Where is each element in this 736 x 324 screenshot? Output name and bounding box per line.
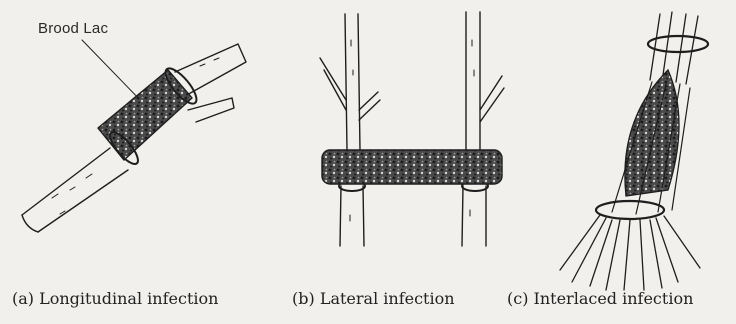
binding-ring-c-bottom — [596, 201, 664, 219]
twig-b-right — [480, 76, 504, 122]
panel-b-lateral — [320, 12, 504, 246]
brood-lac-bundle-c — [625, 70, 679, 196]
panel-c-interlaced — [560, 12, 708, 290]
brood-lac-label: Brood Lac — [38, 20, 108, 37]
twig-b-left — [320, 58, 380, 120]
stem-b-left — [340, 14, 364, 246]
caption-lateral: (b) Lateral infection — [292, 289, 455, 308]
brood-lac-bundle-b — [322, 150, 502, 184]
sticks-c-upper — [650, 12, 698, 84]
sticks-c-lower — [560, 215, 700, 290]
branch-a-upper — [175, 44, 246, 96]
branch-a-lower — [188, 98, 234, 122]
caption-longitudinal: (a) Longitudinal infection — [12, 289, 218, 308]
brood-lac-bundle-a — [98, 70, 192, 160]
binding-ring-c-top — [648, 36, 708, 52]
callout-pointer — [82, 40, 145, 105]
stem-b-right — [462, 12, 486, 246]
caption-interlaced: (c) Interlaced infection — [507, 289, 693, 308]
panel-a-longitudinal — [22, 40, 246, 232]
branch-a-main — [22, 148, 128, 232]
